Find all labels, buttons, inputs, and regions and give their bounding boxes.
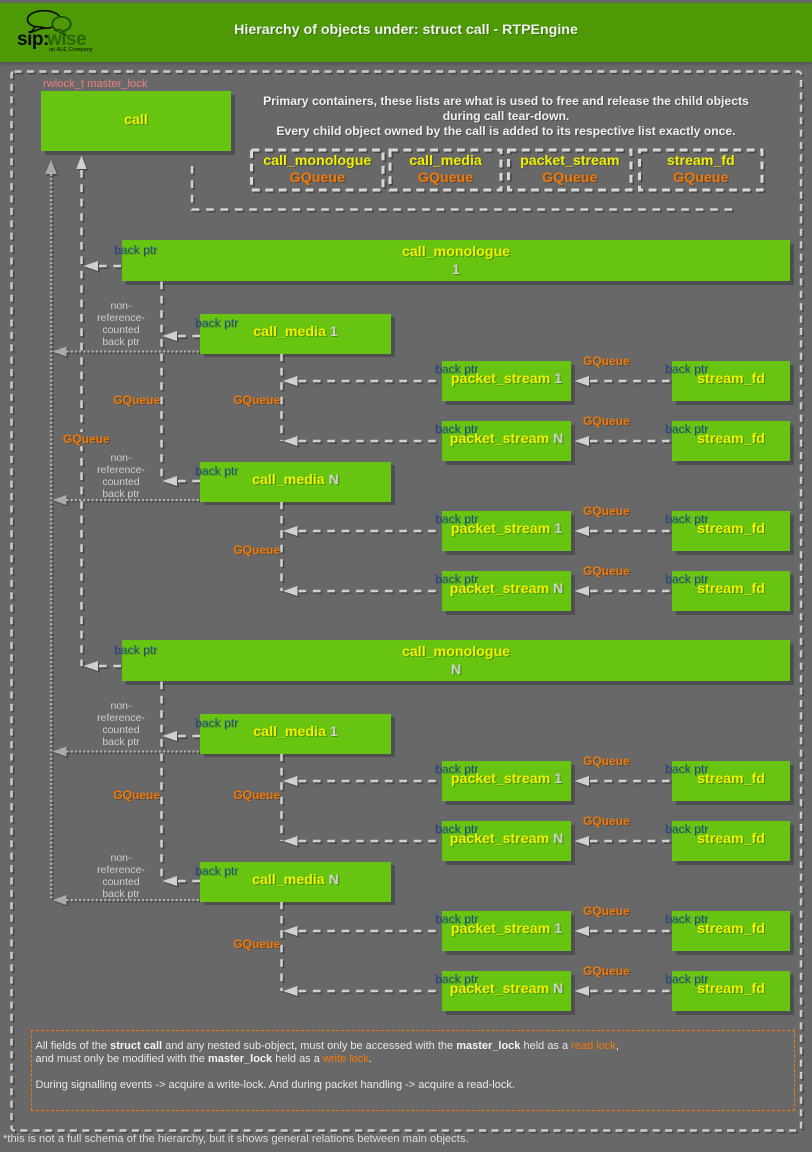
svg-text:an ALE Company: an ALE Company (49, 47, 93, 53)
svg-text:wise: wise (46, 29, 86, 50)
svg-text:sip:: sip: (17, 29, 49, 50)
